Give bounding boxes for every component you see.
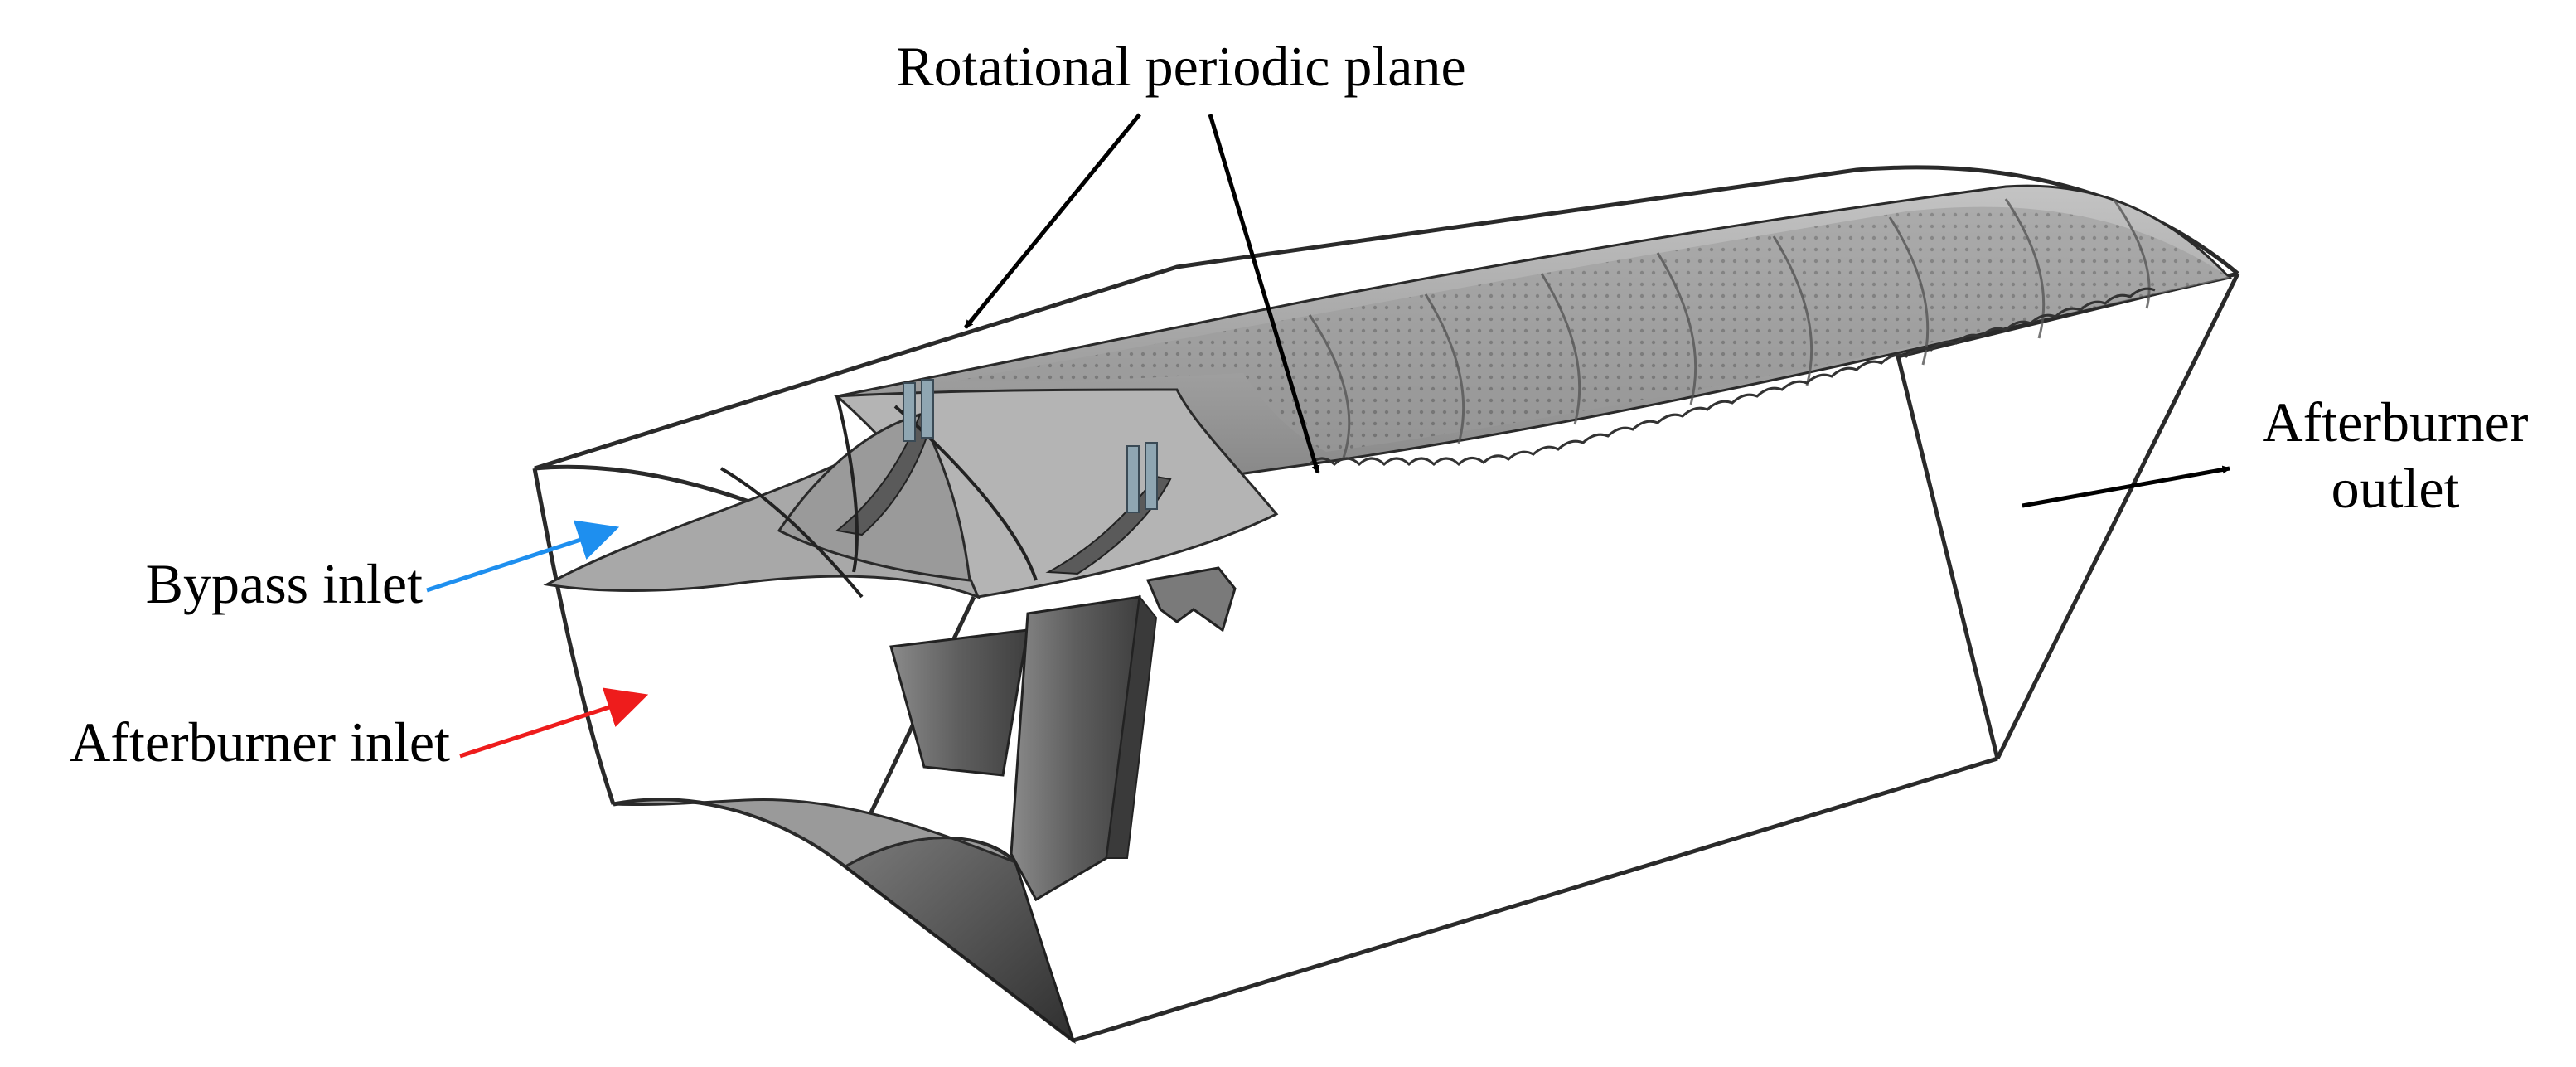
afterburner-outlet-arrow — [2022, 465, 2231, 508]
bypass-inlet-label: Bypass inlet — [146, 552, 423, 615]
liner-seams — [719, 395, 1038, 599]
bypass-inlet-arrow — [426, 520, 620, 593]
gutter-slot-1 — [835, 413, 934, 536]
liner-wavy-edge — [1308, 287, 2156, 467]
liner-perforated-band — [953, 206, 2230, 453]
periodic-plane-arrow-right — [1208, 114, 1320, 474]
strut-right-edge — [1105, 594, 1158, 859]
afterburner-inlet-label: Afterburner inlet — [70, 711, 450, 774]
afterburner-outlet-label-line2: outlet — [2331, 457, 2460, 520]
rotational-periodic-plane-label: Rotational periodic plane — [896, 35, 1465, 98]
liner-shell — [543, 184, 2232, 599]
strut-left — [889, 628, 1029, 777]
afterburner-inlet-arrow — [459, 687, 649, 759]
strut-group — [889, 566, 1237, 902]
periodic-plane-arrow-left — [964, 113, 1141, 329]
small-bracket — [1145, 566, 1237, 633]
afterburner-outlet-label-line1: Afterburner — [2263, 390, 2529, 453]
fuel-injector-rods — [903, 379, 1158, 513]
strut-right — [1010, 595, 1141, 902]
leader-arrows — [426, 113, 2231, 759]
